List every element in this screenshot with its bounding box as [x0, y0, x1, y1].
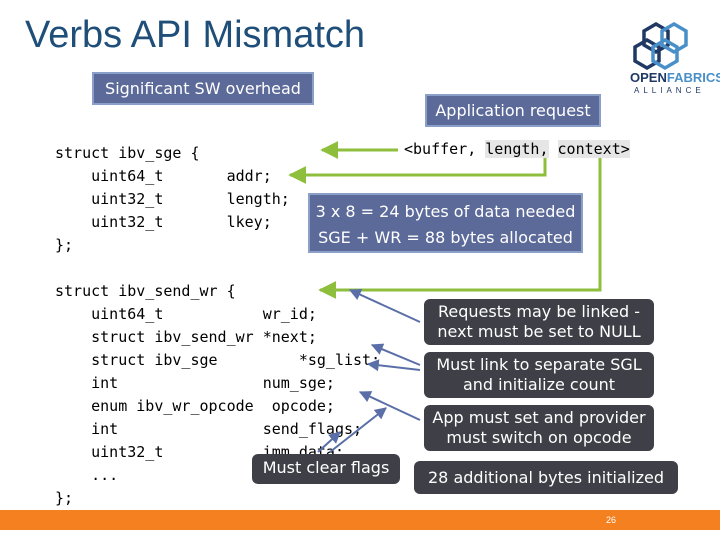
code-line: };	[55, 489, 74, 507]
additional-bytes-callout: 28 additional bytes initialized	[414, 461, 678, 494]
callout-line: next must be set to NULL	[437, 322, 641, 341]
send-wr-struct-code: struct ibv_send_wr { uint64_t wr_id; str…	[55, 257, 380, 533]
logo-tagline: ALLIANCE	[634, 86, 705, 95]
clear-flags-callout: Must clear flags	[252, 454, 400, 484]
code-line: int num_sge;	[55, 374, 335, 392]
callout-line: must switch on opcode	[446, 428, 632, 447]
next-arrow	[348, 289, 421, 323]
length-arrow	[288, 158, 547, 184]
request-tuple: <buffer, length, context>	[404, 138, 630, 161]
callout-line: Requests may be linked -	[437, 302, 641, 321]
callout-line: Must link to separate SGL	[436, 355, 642, 374]
flags-arrow	[329, 407, 387, 453]
code-line: uint64_t wr_id;	[55, 305, 317, 323]
imm-arrow	[317, 431, 341, 453]
code-line: struct ibv_sge {	[55, 144, 200, 162]
code-line: ...	[55, 466, 119, 484]
code-line: };	[55, 236, 74, 254]
code-line: uint32_t lkey;	[55, 213, 272, 231]
opcode-callout: App must set and provider must switch on…	[424, 405, 654, 451]
bytes-needed-text: 3 x 8 = 24 bytes of data needed	[315, 202, 576, 221]
request-length: length,	[485, 140, 549, 158]
bytes-allocated-text: SGE + WR = 88 bytes allocated	[318, 228, 573, 247]
page-number: 26	[606, 515, 617, 525]
code-line: uint32_t length;	[55, 190, 290, 208]
request-buffer: <buffer,	[404, 140, 477, 158]
sglist-arrow	[370, 343, 421, 366]
callout-line: and initialize count	[462, 375, 616, 394]
context-arrow	[318, 158, 602, 299]
callout-line: App must set and provider	[432, 408, 646, 427]
link-sgl-callout: Must link to separate SGL and initialize…	[424, 352, 654, 398]
requests-linked-callout: Requests may be linked - next must be se…	[424, 299, 654, 345]
footer-bar	[0, 510, 720, 530]
code-line: struct ibv_send_wr {	[55, 282, 236, 300]
code-line: uint64_t addr;	[55, 167, 272, 185]
slide-title: Verbs API Mismatch	[25, 14, 366, 56]
opcode-arrow	[358, 391, 421, 421]
openfabrics-logo-icon	[633, 22, 688, 71]
bytes-callout: 3 x 8 = 24 bytes of data needed SGE + WR…	[308, 193, 583, 253]
code-line: enum ibv_wr_opcode opcode;	[55, 397, 335, 415]
sge-struct-code: struct ibv_sge { uint64_t addr; uint32_t…	[55, 119, 290, 280]
code-line: struct ibv_sge *sg_list;	[55, 351, 381, 369]
application-request-callout: Application request	[425, 94, 601, 127]
request-context: context>	[557, 140, 630, 158]
numsge-arrow	[366, 359, 421, 372]
significant-overhead-callout: Significant SW overhead	[92, 72, 314, 105]
logo-wordmark: OPENFABRICS	[630, 70, 720, 85]
code-line: struct ibv_send_wr *next;	[55, 328, 317, 346]
